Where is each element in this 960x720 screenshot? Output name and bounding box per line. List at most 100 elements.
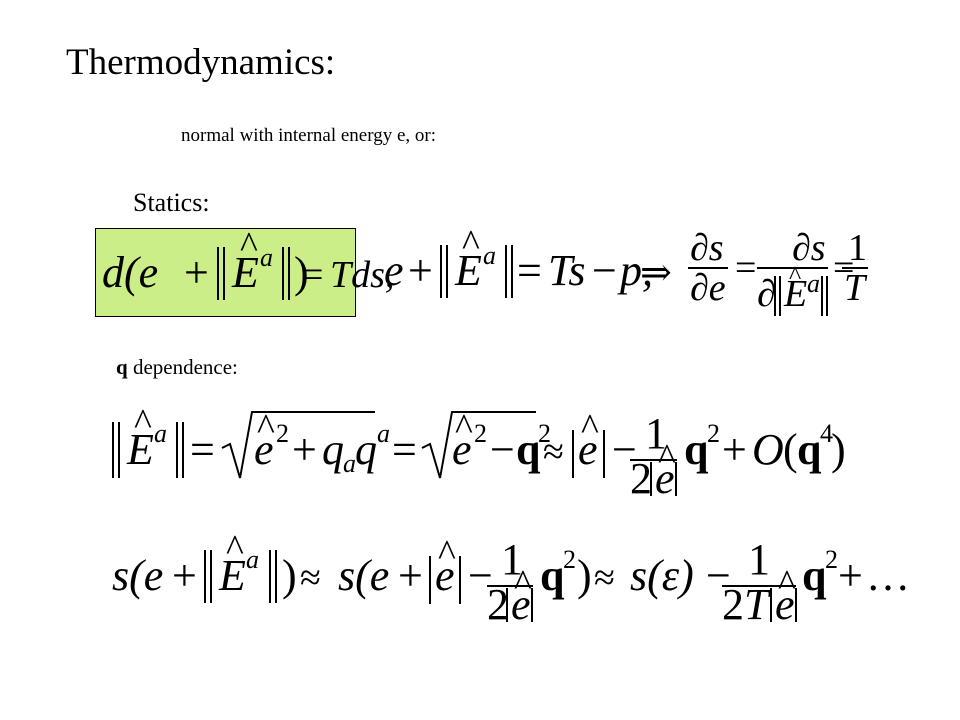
- svg-text:e: e: [435, 551, 455, 600]
- svg-text:^: ^: [257, 407, 275, 449]
- svg-text:1: 1: [645, 409, 667, 458]
- svg-text:^: ^: [438, 533, 456, 575]
- intro-text: normal with internal energy e, or:: [181, 125, 437, 146]
- svg-text:+: +: [408, 246, 433, 295]
- svg-text:+: +: [398, 551, 423, 600]
- highlighted-equation-box: [95, 228, 356, 317]
- svg-text:e: e: [452, 425, 472, 474]
- svg-text:1: 1: [501, 535, 523, 584]
- equation-first-law: d(e + E ^ a ): [102, 225, 309, 300]
- svg-text:2: 2: [276, 419, 289, 448]
- svg-text:+: +: [172, 551, 197, 600]
- svg-text:a: a: [483, 241, 496, 270]
- svg-text:(: (: [783, 425, 798, 474]
- svg-text:e: e: [254, 425, 274, 474]
- svg-text:e: e: [775, 580, 795, 629]
- svg-text:T: T: [744, 580, 772, 629]
- svg-text:e: e: [578, 425, 598, 474]
- svg-text:2: 2: [474, 419, 487, 448]
- svg-text:2: 2: [563, 545, 576, 574]
- svg-text:T: T: [844, 267, 868, 309]
- svg-text:+: +: [184, 248, 209, 297]
- svg-text:q: q: [322, 425, 344, 474]
- svg-text:^: ^: [514, 563, 532, 605]
- svg-text:q: q: [355, 425, 377, 474]
- slide-title: Thermodynamics:: [66, 42, 336, 83]
- svg-text:): ): [282, 551, 297, 600]
- svg-text:+: +: [838, 551, 863, 600]
- svg-text:E: E: [126, 425, 154, 474]
- svg-text:e: e: [655, 454, 675, 503]
- svg-text:a: a: [260, 243, 273, 272]
- svg-text:−: −: [490, 425, 515, 474]
- eq1-equals: =: [302, 254, 323, 296]
- svg-text:^: ^: [240, 225, 258, 267]
- svg-text:a: a: [807, 269, 820, 298]
- svg-text:∂e: ∂e: [690, 267, 726, 309]
- svg-text:≈: ≈: [594, 557, 615, 599]
- svg-text:≈: ≈: [300, 557, 321, 599]
- svg-text:E: E: [218, 551, 246, 600]
- svg-text:≈: ≈: [543, 431, 564, 473]
- svg-text:=: =: [735, 247, 756, 289]
- equation-entropy-expansion: s(e + E ^ a ) ≈ s(e + e ^ − 1 2 e ^ q 2 …: [112, 528, 910, 629]
- svg-text:): ): [577, 551, 592, 600]
- svg-text:s(e: s(e: [338, 551, 389, 600]
- svg-text:1: 1: [848, 227, 867, 269]
- svg-text:−: −: [468, 551, 493, 600]
- svg-text:^: ^: [581, 407, 599, 449]
- svg-text:^: ^: [455, 407, 473, 449]
- svg-text:^: ^: [462, 223, 480, 265]
- q-bold: q: [116, 355, 128, 379]
- svg-text:E: E: [454, 246, 482, 295]
- eq1-tds: Tds,: [330, 254, 394, 296]
- svg-text:=: =: [517, 246, 542, 295]
- svg-text:⇒: ⇒: [640, 252, 672, 294]
- svg-text:q: q: [684, 425, 709, 474]
- svg-text:a: a: [377, 419, 390, 448]
- svg-text:…: …: [866, 551, 910, 600]
- statics-heading: Statics:: [133, 188, 210, 217]
- svg-text:): ): [294, 248, 309, 297]
- svg-text:q: q: [802, 551, 827, 600]
- svg-text:E: E: [783, 273, 807, 315]
- svg-text:s(ε): s(ε): [630, 551, 694, 600]
- svg-text:^: ^: [789, 261, 801, 290]
- svg-text:2: 2: [487, 580, 509, 629]
- svg-text:^: ^: [134, 402, 152, 444]
- svg-text:∂s: ∂s: [792, 227, 826, 269]
- svg-text:2: 2: [630, 454, 652, 503]
- svg-text:4: 4: [820, 419, 833, 448]
- svg-text:−: −: [612, 425, 637, 474]
- svg-text:E: E: [231, 248, 259, 297]
- svg-text:=: =: [392, 425, 417, 474]
- svg-text:a: a: [343, 449, 356, 478]
- svg-text:): ): [831, 425, 846, 474]
- svg-text:∂s: ∂s: [690, 227, 724, 269]
- svg-text:q: q: [797, 425, 822, 474]
- svg-text:−: −: [592, 246, 617, 295]
- svg-text:O: O: [752, 425, 784, 474]
- equation-gibbs: e + E ^ a = Ts − p, ⇒: [384, 223, 672, 298]
- svg-text:2: 2: [707, 419, 720, 448]
- svg-text:^: ^: [226, 528, 244, 570]
- svg-text:^: ^: [658, 437, 676, 479]
- svg-text:e: e: [511, 580, 531, 629]
- equation-derivatives: ∂s ∂e = ∂s ∂ E ^ a = 1 T: [688, 227, 868, 316]
- svg-text:q: q: [540, 551, 565, 600]
- svg-text:^: ^: [778, 563, 796, 605]
- svg-text:+: +: [292, 425, 317, 474]
- svg-text:−: −: [706, 551, 731, 600]
- svg-text:s(e: s(e: [112, 551, 163, 600]
- svg-text:∂: ∂: [757, 273, 776, 315]
- svg-text:2: 2: [538, 419, 551, 448]
- svg-text:a: a: [154, 419, 167, 448]
- svg-text:+: +: [722, 425, 747, 474]
- q-dependence-heading: q dependence:: [116, 357, 238, 378]
- svg-text:=: =: [190, 425, 215, 474]
- svg-text:2: 2: [825, 545, 838, 574]
- svg-text:1: 1: [748, 535, 770, 584]
- svg-text:q: q: [516, 425, 541, 474]
